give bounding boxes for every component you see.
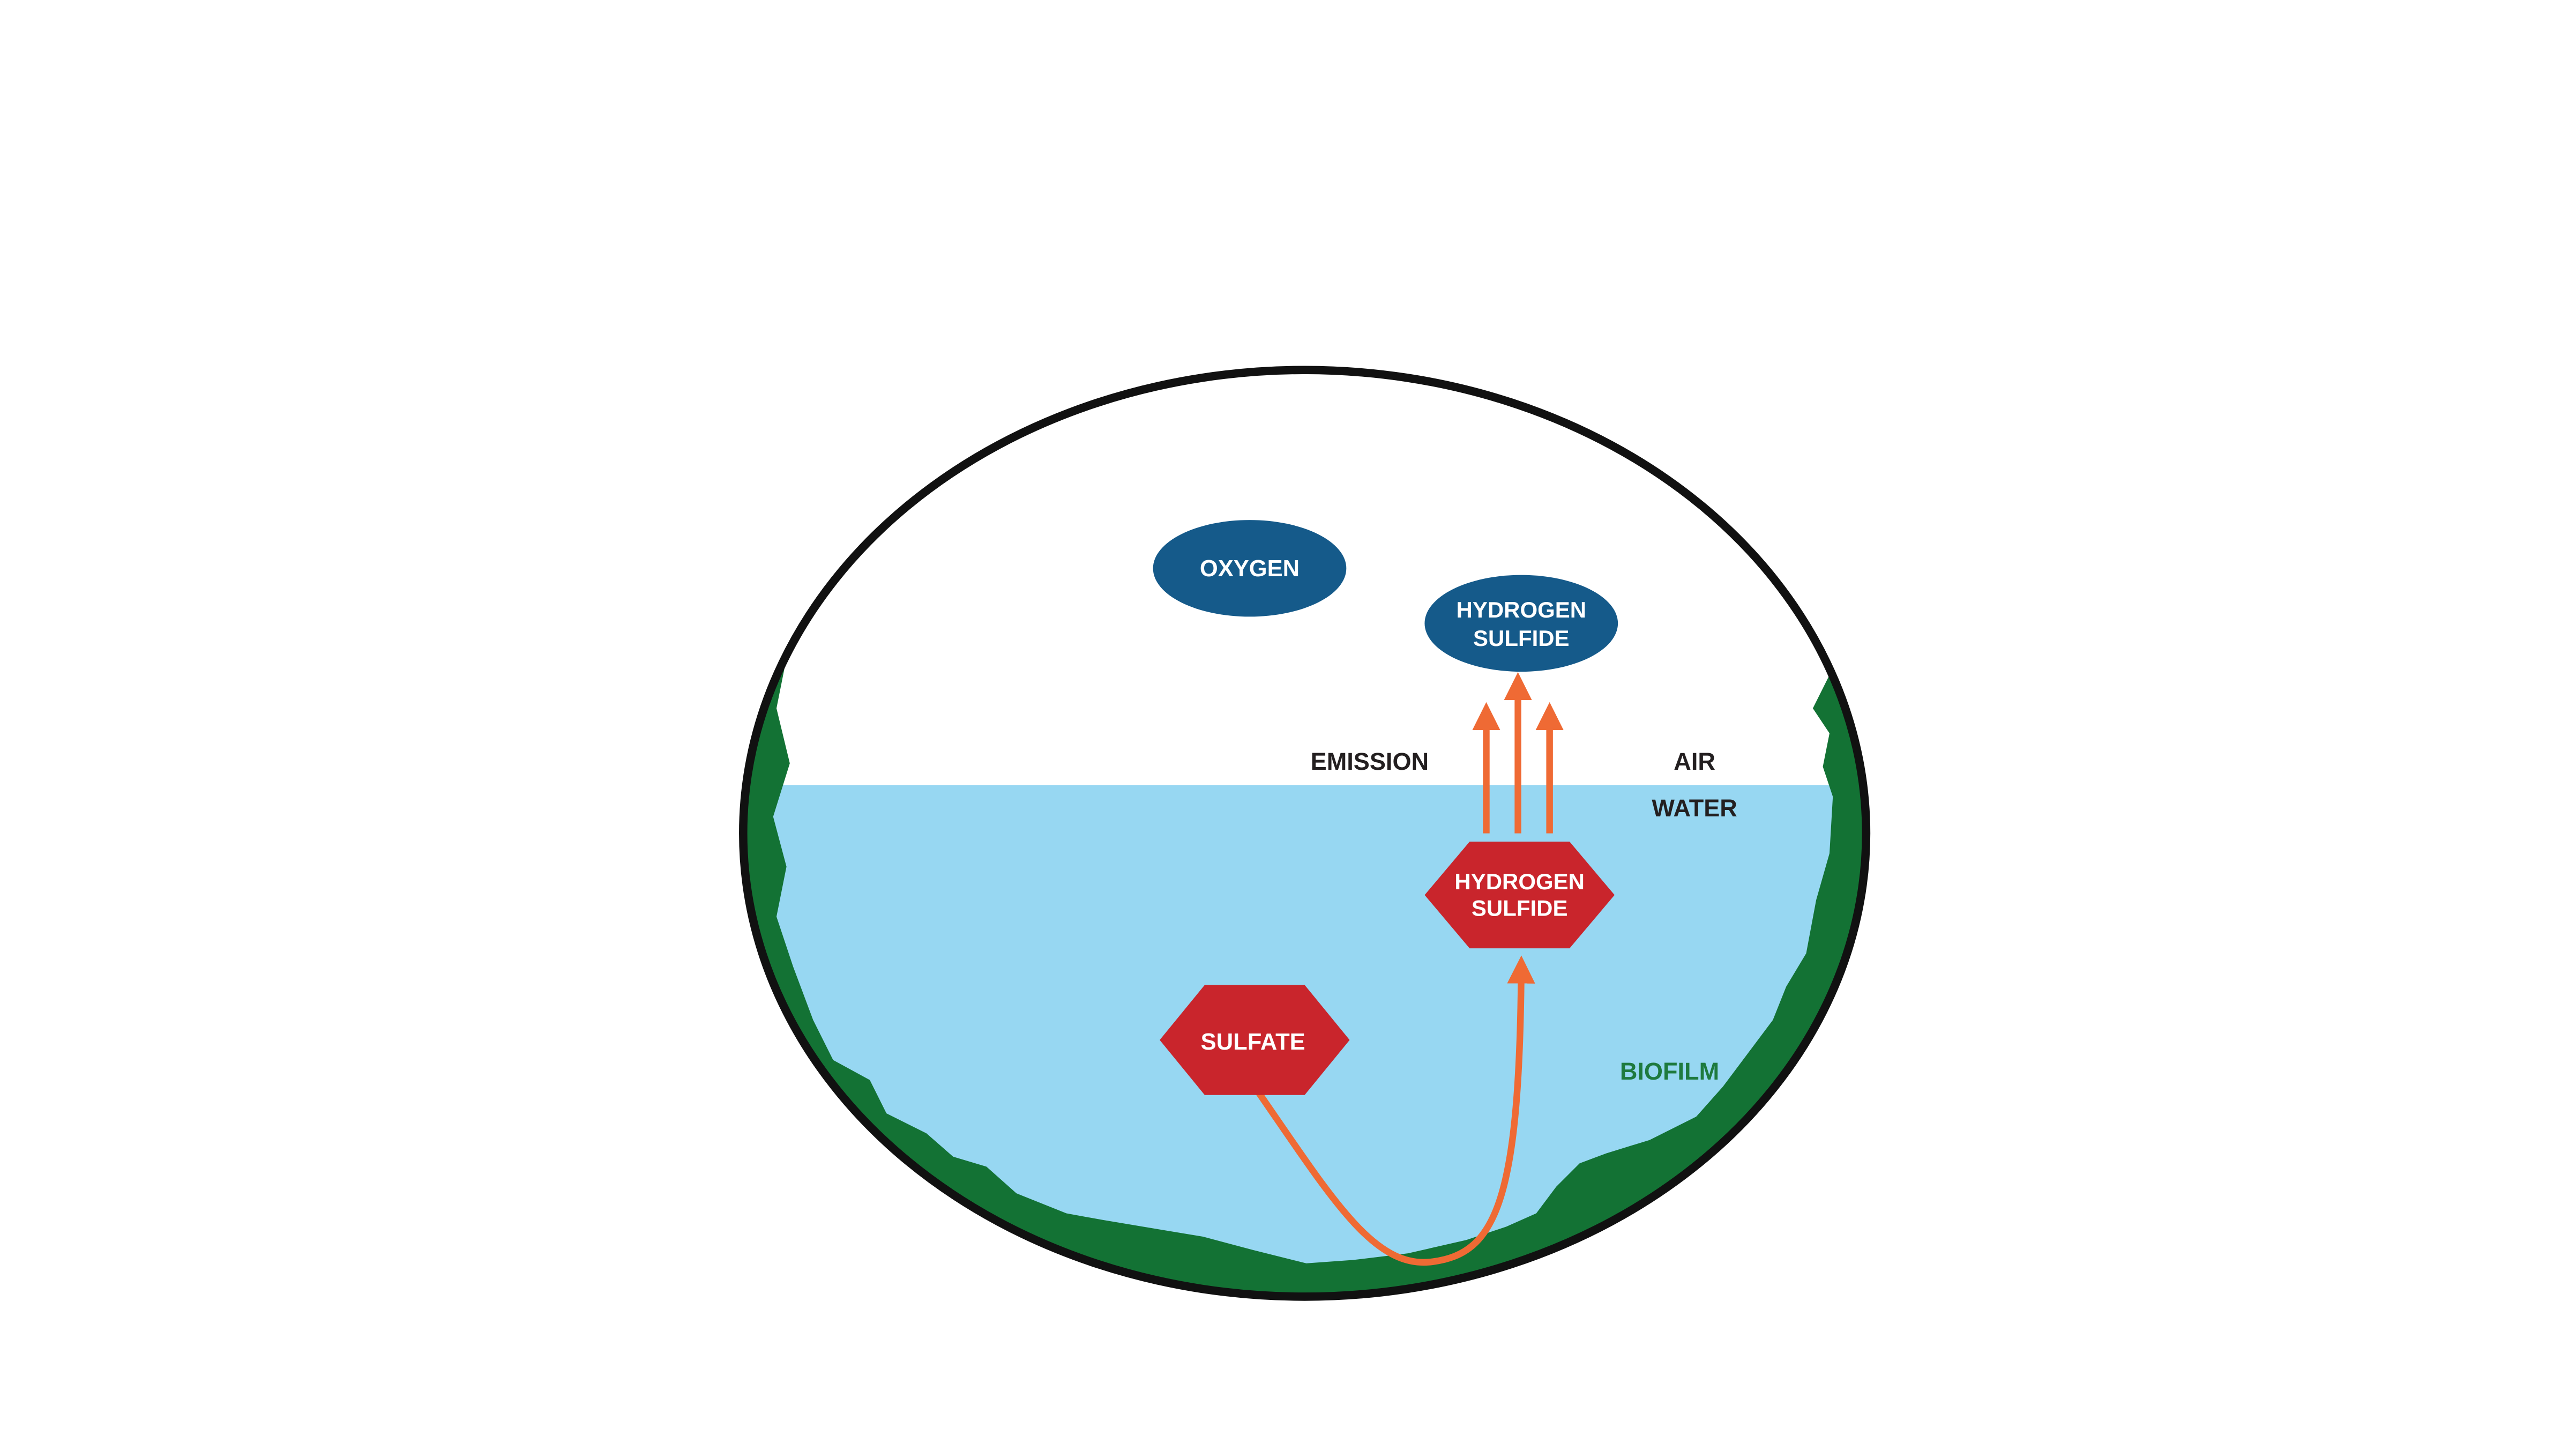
sulfate-hexagon <box>1160 985 1350 1095</box>
oxygen-ellipse <box>1153 520 1347 617</box>
air-label: AIR <box>1674 748 1715 775</box>
vessel-interior <box>743 370 1866 1297</box>
hydrogen-sulfide-gas-ellipse <box>1424 575 1618 672</box>
biofilm-label: BIOFILM <box>1620 1058 1719 1085</box>
hydrogen-sulfide-hexagon <box>1424 842 1615 949</box>
hydrogen-sulfide-gas-label-line1: HYDROGEN <box>1457 597 1587 622</box>
hydrogen-sulfide-gas-node: HYDROGEN SULFIDE <box>1424 575 1618 672</box>
sulfate-node: SULFATE <box>1160 985 1350 1095</box>
oxygen-label: OXYGEN <box>1200 556 1300 582</box>
emission-label: EMISSION <box>1311 748 1429 775</box>
biofilm-layer <box>743 633 1866 1297</box>
hydrogen-sulfide-dissolved-node: HYDROGEN SULFIDE <box>1424 842 1615 949</box>
water-label: WATER <box>1652 794 1737 822</box>
reaction-arrow <box>1255 955 1535 1266</box>
sulfate-label: SULFATE <box>1201 1029 1305 1055</box>
hydrogen-sulfide-dissolved-label-line2: SULFIDE <box>1472 896 1568 921</box>
hydrogen-sulfide-dissolved-label-line1: HYDROGEN <box>1454 869 1585 894</box>
hydrogen-sulfide-gas-label-line2: SULFIDE <box>1473 626 1570 651</box>
oxygen-node: OXYGEN <box>1153 520 1347 617</box>
vessel-outline <box>739 366 1871 1301</box>
